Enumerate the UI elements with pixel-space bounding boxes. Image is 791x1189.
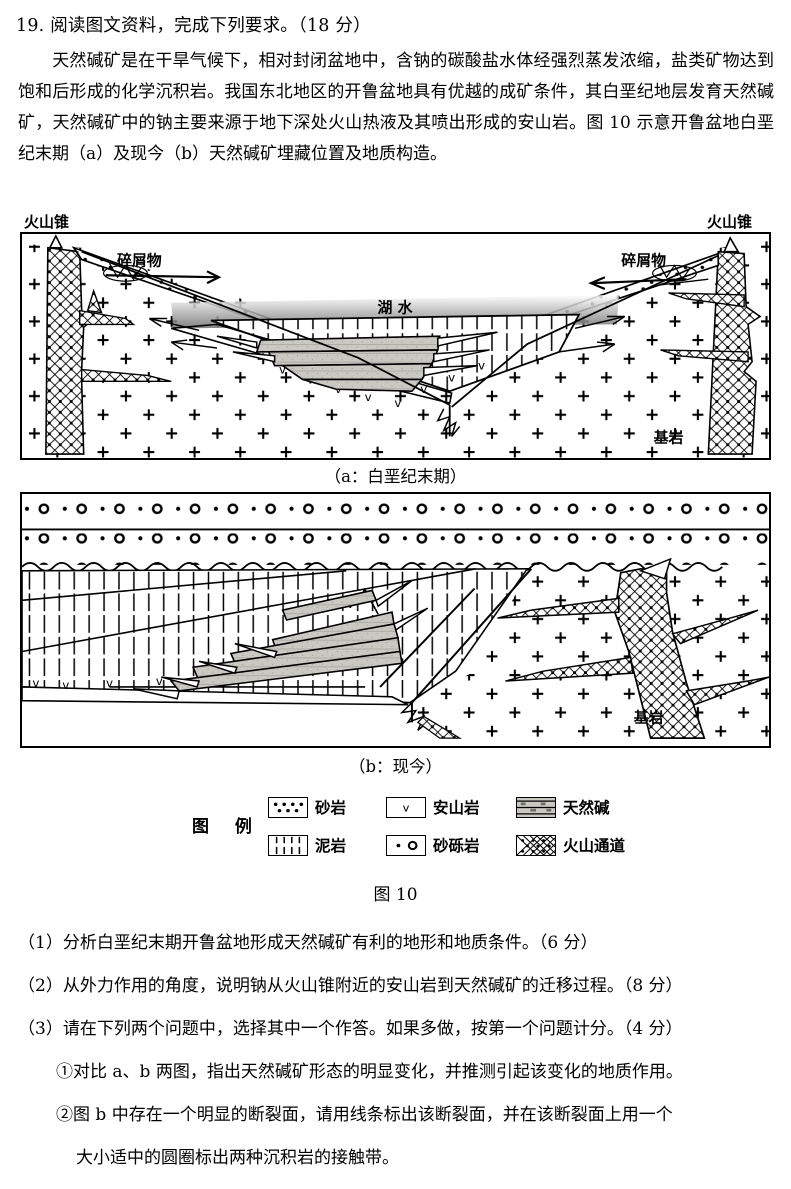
alkali-lens-4-b	[169, 650, 403, 692]
panel-b-labels: 基岩	[633, 708, 664, 726]
svg-text:v: v	[106, 676, 113, 690]
legend-item-volcanic-conduit: 火山通道	[516, 834, 660, 856]
conduit-branch-1-b	[497, 597, 620, 619]
label-volcano-cone-left-a: 火山锥	[24, 213, 70, 231]
passage-body: 天然碱矿是在干旱气候下，相对封闭盆地中，含钠的碳酸盐水体经强烈蒸发浓缩，盐类矿物…	[18, 51, 775, 164]
alkali-lens-4-a	[302, 378, 424, 392]
sub-question-1: （1）分析白垩纪末期开鲁盆地形成天然碱矿有利的地形和地质条件。（6 分）	[18, 933, 598, 953]
sub-question-3: （3）请在下列两个问题中，选择其中一个作答。如果多做，按第一个问题计分。（4 分…	[18, 1019, 683, 1039]
conduit-branch-4-b	[685, 676, 769, 706]
svg-text:v: v	[279, 363, 286, 377]
question-number-line: 19. 阅读图文资料，完成下列要求。（18 分）	[16, 16, 371, 36]
figure-b-svg: vv vv vv vv vv	[22, 494, 769, 739]
debris-arrow-right-a	[588, 276, 687, 291]
legend-item-natural-alkali: 天然碱	[516, 796, 660, 818]
figure-panel-a: vv vv vv vv	[20, 232, 771, 460]
dyke-left-lower-a	[80, 368, 172, 383]
figure-a-svg: vv vv vv vv	[22, 234, 769, 458]
gravelly-sand-swatch-icon	[386, 834, 426, 856]
svg-text:v: v	[394, 396, 401, 410]
gravel-layer-1-b	[22, 494, 769, 530]
andesite-swatch-icon: v	[386, 796, 426, 818]
debris-vwedge-right-a	[652, 263, 697, 282]
figure-b-caption: （b：现今）	[348, 757, 443, 776]
dyke-left-upper-a	[78, 309, 136, 326]
passage-text: 天然碱矿是在干旱气候下，相对封闭盆地中，含钠的碳酸盐水体经强烈蒸发浓缩，盐类矿物…	[18, 46, 774, 170]
panel-a-content: vv vv vv vv	[22, 234, 769, 458]
sub-question-3-option-2: ②图 b 中存在一个明显的断裂面，请用线条标出该断裂面，并在该断裂面上用一个	[56, 1105, 673, 1125]
svg-text:v: v	[156, 674, 163, 688]
gravel-layer-2-b	[22, 533, 769, 565]
figure-legend: 图 例 砂岩 v	[190, 788, 660, 864]
legend-label-natural-alkali: 天然碱	[563, 798, 610, 817]
legend-label-volcanic-conduit: 火山通道	[563, 836, 626, 855]
svg-text:v: v	[448, 370, 455, 384]
legend-item-gravelly-sand: 砂砾岩	[386, 834, 516, 856]
sub-question-3-option-1: ①对比 a、b 两图，指出天然碱矿形态的明显变化，并推测引起该变化的地质作用。	[56, 1062, 683, 1082]
label-lake-a: 湖 水	[377, 299, 412, 317]
andesite-wedge-b	[22, 686, 409, 706]
legend-title: 图 例	[192, 817, 262, 837]
legend-label-gravelly-sand: 砂砾岩	[433, 836, 480, 855]
conduit-top-notch-b	[638, 557, 672, 580]
alkali-spikes-b	[133, 579, 429, 700]
mudstone-swatch-icon	[268, 834, 308, 856]
volcano-cone-tip-left-a	[48, 234, 64, 249]
sandstone-swatch-icon	[268, 796, 308, 818]
bedrock-fill-a	[22, 239, 769, 458]
label-debris-right-a: 碎屑物	[621, 252, 666, 270]
figure-panel-b: vv vv vv vv vv	[20, 492, 771, 748]
legend-label-sandstone: 砂岩	[315, 798, 347, 817]
dyke-left-spur-a	[86, 288, 103, 314]
conduit-branch-2-b	[505, 656, 634, 682]
basal-fracture-a	[436, 408, 461, 437]
figure-a-caption: （a：白垩纪末期）	[324, 467, 467, 486]
panel-a-labels: 碎屑物 碎屑物 湖 水 基岩	[117, 252, 684, 447]
dyke-right-lower-a	[660, 349, 749, 363]
label-bedrock-b: 基岩	[633, 708, 664, 726]
debris-arrow-left-a	[105, 270, 222, 285]
sub-question-2: （2）从外力作用的角度，说明钠从火山锥附近的安山岩到天然碱矿的迁移过程。（8 分…	[18, 976, 683, 996]
sub-question-3-option-2-cont: 大小适中的圆圈标出两种沉积岩的接触带。	[76, 1148, 399, 1168]
svg-text:v: v	[32, 676, 39, 690]
legend-label-andesite: 安山岩	[433, 798, 480, 817]
legend-item-sandstone: 砂岩	[268, 796, 386, 818]
label-bedrock-a: 基岩	[653, 428, 684, 446]
basal-fracture-b	[399, 702, 431, 731]
alkali-spikes-a	[216, 331, 498, 377]
flank-arrows-a	[148, 315, 626, 353]
mudstone-body-b	[22, 568, 529, 704]
basal-dyke-b	[416, 715, 462, 739]
svg-text:v: v	[365, 390, 372, 404]
panel-b-content: vv vv vv vv vv	[22, 494, 769, 739]
fault-lines-a	[81, 250, 719, 437]
label-debris-left-a: 碎屑物	[117, 252, 162, 270]
svg-text:v: v	[62, 678, 69, 692]
alkali-lens-3-a	[280, 362, 434, 381]
label-volcano-cone-right-a: 火山锥	[707, 213, 753, 231]
legend-item-andesite: v 安山岩	[386, 796, 516, 818]
dyke-right-upper-a	[668, 292, 745, 308]
figure-number-caption: 图 10	[373, 885, 418, 905]
legend-grid: 砂岩 v 安山岩	[268, 788, 660, 864]
legend-item-mudstone: 泥岩	[268, 834, 386, 856]
natural-alkali-swatch-icon	[516, 796, 556, 818]
svg-text:v: v	[403, 801, 410, 814]
svg-text:v: v	[420, 382, 427, 396]
svg-text:v: v	[478, 359, 485, 373]
volcanic-conduit-swatch-icon	[516, 834, 556, 856]
legend-label-mudstone: 泥岩	[315, 836, 347, 855]
conduit-branch-3-b	[671, 609, 759, 645]
volcano-cone-tip-right-a	[723, 236, 740, 253]
